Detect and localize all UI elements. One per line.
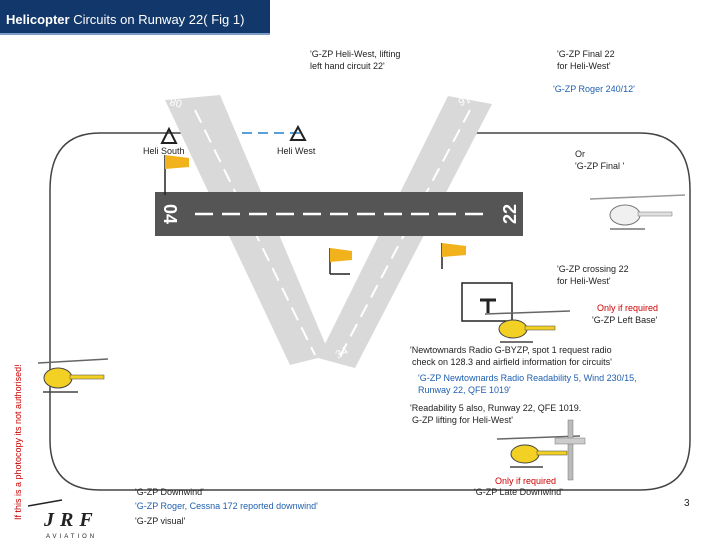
call-readability-1: 'G-ZP Newtownards Radio Readability 5, W… [418, 373, 637, 383]
heli-west-marker [289, 124, 307, 141]
page-number: 3 [684, 498, 690, 509]
heli-south-label: Heli South [143, 146, 185, 156]
aircraft-cessna [554, 419, 586, 481]
logo-letters: JRF [43, 509, 98, 531]
windsock-3 [441, 243, 466, 269]
call-roger-240: 'G-ZP Roger 240/12' [553, 84, 635, 94]
helicopter-final [589, 194, 686, 230]
call-lifting-2: left hand circuit 22' [310, 61, 385, 71]
windsock-2 [329, 248, 352, 275]
call-lifting-1: 'G-ZP Heli-West, lifting [310, 49, 401, 59]
logo-sub: AVIATION [46, 534, 97, 540]
runway-04-label: 04 [160, 203, 181, 225]
call-readback-1: 'Readability 5 also, Runway 22, QFE 1019… [410, 403, 582, 413]
call-crossing-2: for Heli-West' [557, 276, 611, 286]
call-readability-2: Runway 22, QFE 1019' [418, 385, 511, 395]
copy-warning-watermark: If this is a photocopy its not authorise… [13, 364, 23, 520]
call-or: Or [575, 149, 585, 159]
call-downwind: 'G-ZP Downwind' [135, 487, 204, 497]
call-late-downwind: 'G-ZP Late Downwind' [474, 487, 563, 497]
call-crossing-1: 'G-ZP crossing 22 [557, 264, 629, 274]
signal-square [461, 282, 513, 322]
call-final-2: for Heli-West' [557, 61, 611, 71]
runway-22-label: 22 [500, 203, 521, 225]
call-final-short: 'G-ZP Final ' [575, 161, 625, 171]
call-visual: 'G-ZP visual' [135, 516, 186, 526]
circuit-path [49, 132, 691, 491]
heli-south-marker [160, 126, 178, 144]
heli-west-label: Heli West [277, 146, 316, 156]
title-bold: Helicopter [6, 12, 70, 27]
windsock-1 [164, 155, 189, 195]
call-final-1: 'G-ZP Final 22 [557, 49, 615, 59]
note-only-required-2: Only if required [495, 476, 557, 486]
jrf-aviation-logo: JRF AVIATION [27, 496, 98, 540]
helicopter-left-base [484, 310, 571, 343]
note-only-required-1: Only if required [597, 303, 659, 313]
title-rest: Circuits on Runway 22( Fig 1) [69, 12, 245, 27]
call-roger-cessna: 'G-ZP Roger, Cessna 172 reported downwin… [135, 501, 318, 511]
helicopter-downwind [37, 358, 109, 393]
call-newtownards-2: check on 128.3 and airfield information … [412, 357, 612, 367]
call-readback-2: G-ZP lifting for Heli-West' [412, 415, 513, 425]
call-left-base: 'G-ZP Left Base' [592, 315, 658, 325]
page-title: Helicopter Circuits on Runway 22( Fig 1) [0, 0, 270, 35]
helicopter-late-downwind [496, 435, 581, 468]
call-newtownards-1: 'Newtownards Radio G-BYZP, spot 1 reques… [410, 345, 612, 355]
landing-t [480, 298, 496, 313]
